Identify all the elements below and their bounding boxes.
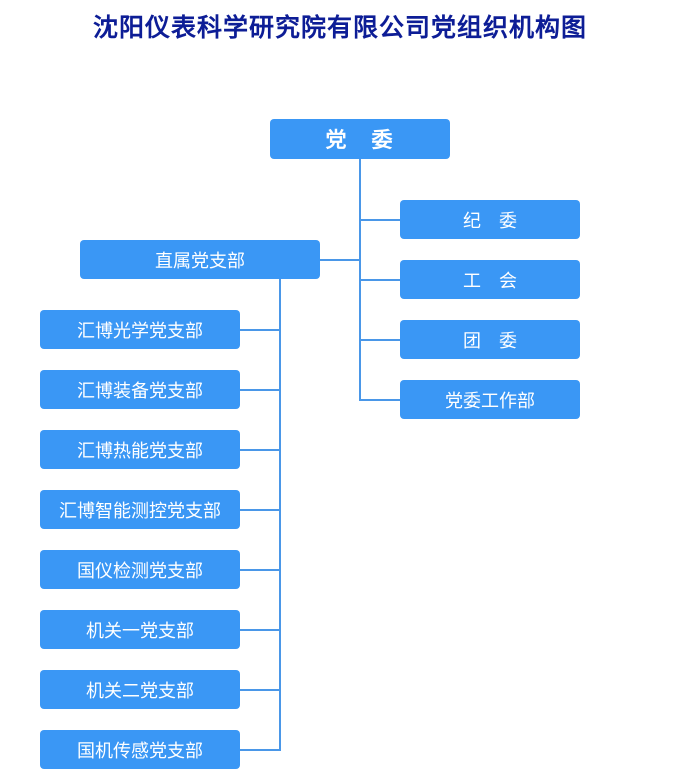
branch-node[interactable]: 汇博热能党支部	[40, 430, 240, 469]
connector-line	[320, 259, 360, 261]
discipline-committee-node[interactable]: 纪 委	[400, 200, 580, 239]
branch-node[interactable]: 机关一党支部	[40, 610, 240, 649]
connector-line	[360, 279, 401, 281]
connector-line	[240, 569, 280, 571]
trade-union-node[interactable]: 工 会	[400, 260, 580, 299]
connector-line	[240, 329, 280, 331]
connector-line	[240, 509, 280, 511]
connector-line	[240, 629, 280, 631]
connector-line	[360, 219, 401, 221]
branch-node[interactable]: 汇博光学党支部	[40, 310, 240, 349]
branch-node[interactable]: 汇博装备党支部	[40, 370, 240, 409]
connector-line	[360, 399, 401, 401]
direct-branch-node[interactable]: 直属党支部	[80, 240, 320, 279]
branch-node[interactable]: 机关二党支部	[40, 670, 240, 709]
connector-line	[240, 449, 280, 451]
branch-node[interactable]: 国仪检测党支部	[40, 550, 240, 589]
connector-line	[360, 339, 401, 341]
party-committee-node[interactable]: 党 委	[270, 119, 450, 159]
party-work-dept-node[interactable]: 党委工作部	[400, 380, 580, 419]
connector-line	[240, 749, 280, 751]
branch-node[interactable]: 汇博智能测控党支部	[40, 490, 240, 529]
youth-league-node[interactable]: 团 委	[400, 320, 580, 359]
branch-trunk-line	[279, 279, 281, 751]
branch-node[interactable]: 国机传感党支部	[40, 730, 240, 769]
page-title: 沈阳仪表科学研究院有限公司党组织机构图	[92, 13, 587, 42]
connector-line	[240, 689, 280, 691]
connector-line	[240, 389, 280, 391]
